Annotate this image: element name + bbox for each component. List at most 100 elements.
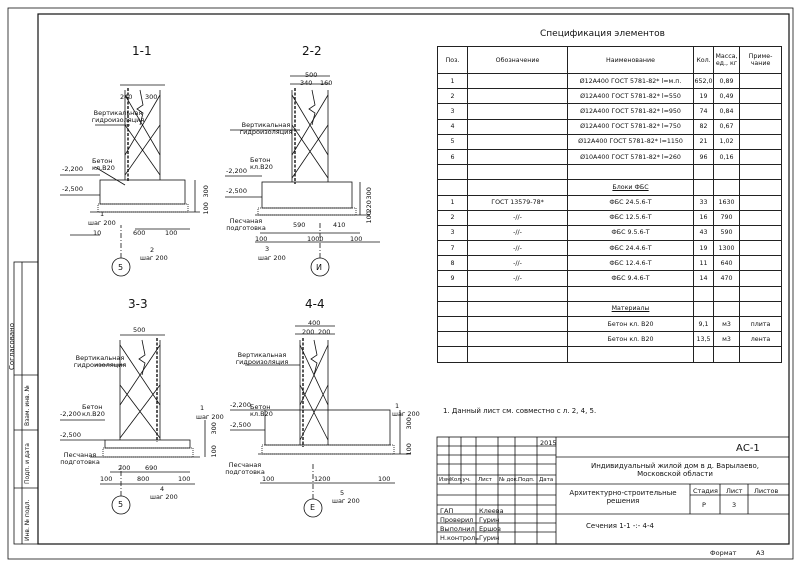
spec-header-cell: Приме- чание <box>739 46 782 74</box>
spec-cell: 0,67 <box>713 118 740 135</box>
label-vertical-hydro-1: Вертикальная гидроизоляция <box>91 109 145 124</box>
spec-cell <box>739 72 782 90</box>
stamp-role-gap: ГАП <box>440 507 454 515</box>
dim-2-top-a: 340 <box>300 79 313 87</box>
spec-row <box>437 285 782 302</box>
title-block-grid <box>436 436 790 545</box>
spec-cell: 6 <box>437 148 468 166</box>
label-vertical-hydro-4: Вертикальная гидроизоляция <box>235 351 289 366</box>
spec-cell <box>467 72 568 90</box>
spec-cell: 14 <box>693 270 714 287</box>
stamp-name-checked: Гурин <box>479 516 500 524</box>
stamp-project: Индивидуальный жилой дом в д. Варылаево,… <box>590 462 760 478</box>
stamp-hdr-date: Дата <box>539 477 554 483</box>
spec-cell <box>567 164 694 181</box>
spec-cell <box>437 315 468 333</box>
dim-4-top-total: 400 <box>308 319 321 327</box>
spec-cell: 0,49 <box>713 88 740 105</box>
spec-cell: 1300 <box>713 240 740 257</box>
dim-3-bottom-a: 200 <box>118 464 131 472</box>
dim-1-bottom-b: 600 <box>133 229 146 237</box>
stamp-format: А3 <box>756 549 765 557</box>
axis-3: 5 <box>118 500 124 509</box>
bar-5-mark: 5 <box>340 489 345 497</box>
spec-cell: 11 <box>693 255 714 272</box>
label-sand-4: Песчаная подготовка <box>225 461 265 476</box>
spec-cell: Блоки ФБС <box>567 179 694 196</box>
stamp-sheet-number: 3 <box>732 501 737 509</box>
spec-title: Спецификация элементов <box>540 29 665 39</box>
spec-cell <box>693 164 714 181</box>
spec-cell: 74 <box>693 103 714 120</box>
spec-cell: 9 <box>437 270 468 287</box>
spec-header-cell: Поз. <box>437 46 468 74</box>
spec-cell <box>467 103 568 120</box>
bar-2-mark: 2 <box>150 246 155 254</box>
spec-cell <box>437 331 468 348</box>
dim-2-bottom2-a: 100 <box>255 235 268 243</box>
spec-cell: Материалы <box>567 300 694 318</box>
dim-2-bottom-a: 590 <box>293 221 306 229</box>
spec-table: Поз. Обозначение Наименование Кол. Масса… <box>437 46 782 363</box>
bar-1-mark: 1 <box>100 210 105 218</box>
dim-2-right-c: 100 <box>364 211 373 224</box>
dim-4-right-a: 300 <box>404 417 413 430</box>
spec-cell <box>693 300 714 318</box>
spec-cell <box>739 88 782 105</box>
spec-cell: 0,84 <box>713 103 740 120</box>
dim-3-bottom2-c: 100 <box>178 475 191 483</box>
spec-cell <box>739 240 782 257</box>
spec-cell: 19 <box>693 88 714 105</box>
spec-row <box>437 346 782 363</box>
step-3a: шаг 200 <box>196 413 224 421</box>
spec-cell <box>739 224 782 242</box>
spec-row: Материалы <box>437 300 782 318</box>
spec-cell: 0,89 <box>713 72 740 90</box>
spec-cell <box>713 300 740 318</box>
spec-cell <box>467 285 568 302</box>
label-concrete-4: Бетон кл.В20 <box>250 403 273 418</box>
spec-cell <box>437 179 468 196</box>
spec-header-cell: Наименование <box>567 46 694 74</box>
stamp-stage: Р <box>702 501 706 509</box>
spec-cell <box>693 285 714 302</box>
step-4b: шаг 200 <box>332 497 360 505</box>
spec-cell <box>713 179 740 196</box>
stamp-code: АС-1 <box>736 443 760 454</box>
dim-4-bottom-c: 100 <box>378 475 391 483</box>
spec-header-cell: Обозначение <box>467 46 568 74</box>
stamp-sheet-hdr: Лист <box>726 487 743 495</box>
spec-cell: ФБС 12.5.6-Т <box>567 209 694 226</box>
side-agreed: Согласовано <box>8 322 16 370</box>
dim-2-bottom2-c: 100 <box>350 235 363 243</box>
axis-4: Е <box>310 503 316 512</box>
spec-cell: 640 <box>713 255 740 272</box>
spec-cell: 82 <box>693 118 714 135</box>
dim-3-bottom-b: 690 <box>145 464 158 472</box>
stamp-stage-hdr: Стадия <box>693 487 718 495</box>
spec-cell: 1630 <box>713 194 740 211</box>
spec-cell: м3 <box>713 331 740 348</box>
spec-cell: 19 <box>693 240 714 257</box>
spec-cell <box>739 255 782 272</box>
dim-4-bottom-a: 100 <box>262 475 275 483</box>
elev-2200-2: -2,200 <box>226 167 247 175</box>
spec-cell <box>467 133 568 150</box>
spec-cell: 33 <box>693 194 714 211</box>
spec-cell: 3 <box>437 224 468 242</box>
spec-cell <box>467 346 568 363</box>
step-2: шаг 200 <box>258 254 286 262</box>
spec-cell: ФБС 24.5.6-Т <box>567 194 694 211</box>
section-title-4-4: 4-4 <box>305 297 325 311</box>
label-concrete-1: Бетон кл.В20 <box>92 157 115 172</box>
spec-header-row: Поз. Обозначение Наименование Кол. Масса… <box>437 46 782 74</box>
spec-cell: Ø12А400 ГОСТ 5781-82* l=750 <box>567 118 694 135</box>
elev-2200-1: -2,200 <box>62 165 83 173</box>
spec-cell: -//- <box>467 209 568 226</box>
